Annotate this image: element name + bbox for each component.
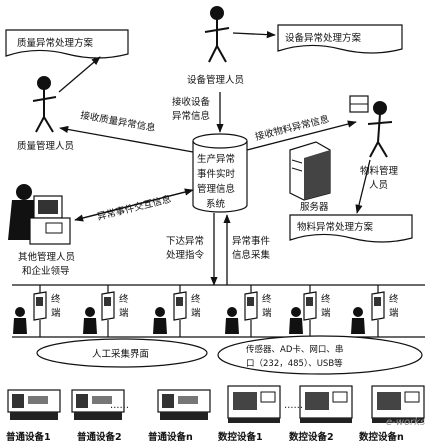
cnc-machine-icon [299, 385, 353, 423]
central-system-line-2: 事件实时 [197, 168, 236, 180]
receive-equipment-label-2: 异常信息 [172, 110, 210, 122]
issue-instruction-label-1: 下达异常 [166, 235, 204, 247]
sensor-interface-label-2: 口（232，485）、USB等 [246, 358, 343, 369]
terminal-label: 端 [321, 307, 331, 319]
device-label-2: 普通设备2 [77, 431, 122, 443]
ordinary-machine-icon [71, 389, 125, 420]
material-plan-label: 物料异常处理方案 [297, 221, 374, 233]
event-interaction-label: 异常事件交互信息 [96, 193, 173, 223]
equipment-manager-figure [204, 6, 230, 63]
terminal-label: 终 [51, 293, 61, 305]
equipment-plan-doc: 设备异常处理方案 [277, 24, 403, 54]
terminal-unit: 终端 [153, 285, 201, 337]
cnc-machine-icon [371, 385, 425, 423]
issue-instruction-label-2: 处理指令 [166, 249, 205, 261]
cnc-machine-icon [227, 385, 281, 423]
other-managers-label-1: 其他管理人员 [18, 251, 75, 263]
terminal-unit: 终端 [83, 285, 129, 337]
watermark: e-works [386, 417, 425, 428]
device-label-1: 普通设备1 [6, 431, 51, 443]
operator-figure [13, 307, 27, 334]
equipment-manager-label: 设备管理人员 [187, 74, 244, 86]
terminal-label: 终 [262, 293, 272, 305]
material-manager-label-2: 人员 [369, 180, 388, 191]
server-label: 服务器 [300, 201, 329, 213]
operator-figure [153, 307, 167, 334]
operator-figure [289, 307, 303, 334]
devices-group [7, 385, 425, 423]
quality-manager-label: 质量管理人员 [17, 140, 74, 152]
server-icon [289, 141, 331, 201]
material-manager-figure [367, 101, 393, 158]
equipment-plan-label: 设备异常处理方案 [285, 32, 362, 44]
terminal-label: 终 [191, 293, 201, 305]
ordinary-machine-icon [7, 389, 61, 420]
collect-info-label-2: 信息采集 [232, 249, 271, 261]
central-system-cylinder [192, 133, 248, 213]
terminal-unit: 终端 [225, 285, 272, 337]
material-box-icon [349, 95, 369, 113]
terminal-unit: 终端 [13, 285, 61, 337]
terminal-label: 终 [321, 293, 331, 305]
operator-figure [225, 307, 239, 334]
quality-plan-doc: 质量异常处理方案 [5, 29, 129, 59]
receive-equipment-label-1: 接收设备 [172, 96, 211, 108]
device-label-4: 数控设备1 [217, 431, 263, 443]
terminal-unit: 终端 [289, 285, 331, 337]
terminal-label: 端 [119, 307, 129, 319]
quality-manager-figure [32, 76, 57, 133]
manual-interface-label: 人工采集界面 [92, 348, 149, 360]
ordinary-machine-icon [157, 389, 211, 420]
terminal-label: 端 [51, 307, 61, 319]
sensor-interface-label-1: 传感器、AD卡、网口、串 [246, 344, 343, 355]
central-system-line-1: 生产异常 [197, 153, 235, 165]
operator-figure [83, 307, 97, 334]
material-plan-doc: 物料异常处理方案 [289, 214, 413, 243]
material-manager-label-1: 物料管理 [360, 165, 399, 177]
terminal-unit: 终端 [351, 285, 399, 337]
other-managers-figure [8, 184, 71, 245]
quality-plan-label: 质量异常处理方案 [17, 37, 94, 49]
central-system-line-4: 系统 [206, 198, 226, 210]
terminal-label: 端 [389, 307, 399, 319]
device-ellipsis-1: …… [110, 400, 129, 411]
collect-info-label-1: 异常事件 [232, 235, 271, 247]
operator-figure [351, 307, 365, 334]
terminal-label: 端 [262, 307, 272, 319]
device-label-3: 普通设备n [148, 431, 193, 443]
other-managers-label-2: 和企业领导 [22, 265, 70, 277]
terminal-label: 端 [191, 307, 201, 319]
manual-interface: 人工采集界面 [36, 338, 208, 368]
device-label-5: 数控设备2 [288, 431, 334, 443]
device-ellipsis-2: …… [284, 400, 303, 411]
terminal-label: 终 [119, 293, 129, 305]
central-system-line-3: 管理信息 [197, 183, 235, 195]
device-label-6: 数控设备n [358, 431, 404, 443]
sensor-interface: 传感器、AD卡、网口、串 口（232，485）、USB等 [217, 335, 423, 375]
terminal-label: 终 [389, 293, 399, 305]
receive-quality-label: 接收质量异常信息 [79, 109, 156, 134]
